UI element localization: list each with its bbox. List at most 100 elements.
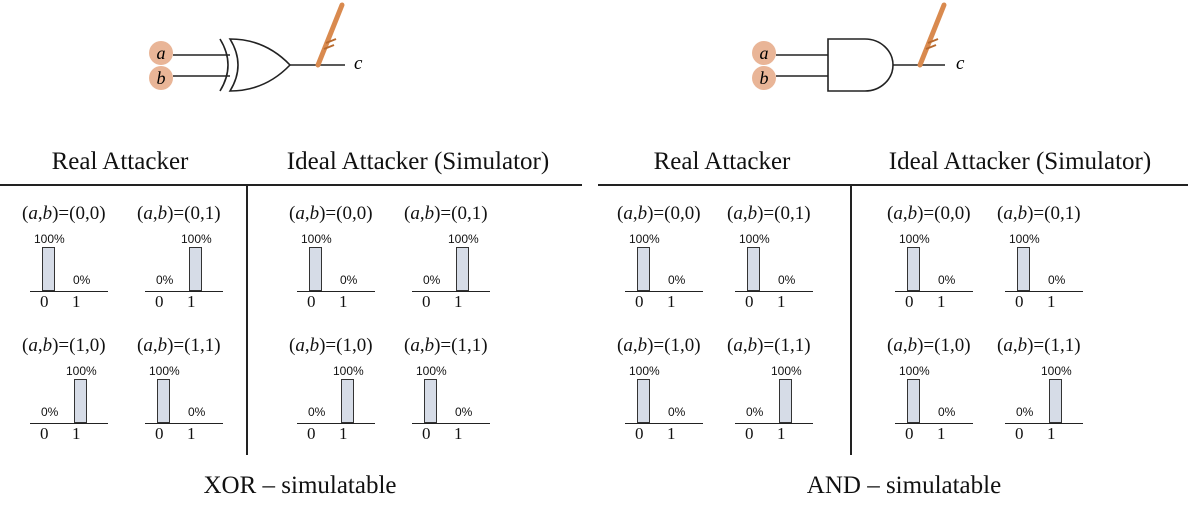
tick-label: 1 (777, 424, 786, 443)
data-label: 100% (333, 364, 364, 378)
tick-label: 0 (635, 292, 644, 311)
tick-label: 0 (422, 424, 431, 443)
x-axis-line (895, 423, 973, 425)
data-label: 0% (308, 405, 326, 419)
tick-label: 1 (339, 292, 348, 311)
panel-header: Real Attacker (51, 148, 189, 175)
tick-label: 1 (1047, 292, 1056, 311)
bar (157, 379, 170, 423)
tick-label: 1 (1047, 424, 1056, 443)
series-label: (a,b)=(1,0) (22, 335, 106, 356)
bar (74, 379, 87, 423)
series-label: (a,b)=(1,1) (137, 335, 221, 356)
bar (309, 247, 322, 291)
data-label: 100% (301, 232, 332, 246)
series-label: (a,b)=(1,1) (997, 335, 1081, 356)
data-label: 100% (448, 232, 479, 246)
bar (424, 379, 437, 423)
tick-label: 0 (745, 424, 754, 443)
x-axis-line (735, 291, 813, 293)
data-label: 0% (746, 405, 764, 419)
bar (747, 247, 760, 291)
data-label: 0% (1016, 405, 1034, 419)
data-label: 100% (34, 232, 65, 246)
tick-label: 1 (72, 424, 81, 443)
data-label: 0% (938, 273, 956, 287)
data-label: 0% (423, 273, 441, 287)
panel-header: Ideal Attacker (Simulator) (286, 148, 550, 175)
tick-label: 1 (937, 292, 946, 311)
tick-label: 0 (905, 424, 914, 443)
x-axis-line (30, 291, 108, 293)
data-label: 100% (181, 232, 212, 246)
data-label: 100% (771, 364, 802, 378)
tick-label: 0 (422, 292, 431, 311)
series-label: (a,b)=(1,1) (727, 335, 811, 356)
data-label: 100% (66, 364, 97, 378)
xor-gate-diagram: a b c (140, 2, 390, 100)
data-label: 0% (41, 405, 59, 419)
bar (779, 379, 792, 423)
series-label: (a,b)=(0,0) (289, 203, 373, 224)
tick-label: 0 (905, 292, 914, 311)
x-axis-line (412, 291, 490, 293)
tick-label: 0 (155, 292, 164, 311)
distribution-chart: (a,b)=(1,1) 0% 0 100% 1 (727, 335, 845, 443)
input-a-label: a (157, 43, 166, 63)
tick-label: 0 (635, 424, 644, 443)
distribution-chart: (a,b)=(0,1) 0% 0 100% 1 (404, 203, 522, 311)
data-label: 100% (149, 364, 180, 378)
data-label: 0% (1048, 273, 1066, 287)
data-label: 100% (629, 364, 660, 378)
table-divider-vertical (246, 185, 248, 455)
table-divider-horizontal (598, 184, 1188, 186)
series-label: (a,b)=(1,0) (617, 335, 701, 356)
x-axis-line (30, 423, 108, 425)
series-label: (a,b)=(0,0) (887, 203, 971, 224)
tick-label: 0 (1015, 292, 1024, 311)
x-axis-line (1005, 423, 1083, 425)
and-gate-svg: a b c (752, 2, 965, 92)
data-label: 100% (1041, 364, 1072, 378)
tick-label: 1 (454, 292, 463, 311)
tick-label: 0 (155, 424, 164, 443)
bar (42, 247, 55, 291)
and-gate-body (827, 38, 894, 92)
tick-label: 0 (745, 292, 754, 311)
series-label: (a,b)=(0,1) (404, 203, 488, 224)
series-label: (a,b)=(0,1) (727, 203, 811, 224)
input-a-node (752, 41, 776, 65)
bar (907, 379, 920, 423)
output-c-label: c (956, 53, 965, 74)
bar (456, 247, 469, 291)
data-label: 0% (455, 405, 473, 419)
table-divider-horizontal (0, 184, 582, 186)
series-label: (a,b)=(0,0) (22, 203, 106, 224)
x-axis-line (412, 423, 490, 425)
panel-header: Real Attacker (653, 148, 791, 175)
series-label: (a,b)=(1,0) (289, 335, 373, 356)
data-label: 0% (938, 405, 956, 419)
data-label: 0% (340, 273, 358, 287)
x-axis-line (625, 423, 703, 425)
tick-label: 0 (40, 292, 49, 311)
input-b-label: b (157, 68, 166, 88)
bar (637, 379, 650, 423)
probe-icon (917, 2, 947, 68)
data-label: 0% (668, 273, 686, 287)
xor-gate-body (228, 38, 292, 92)
x-axis-line (145, 291, 223, 293)
data-label: 100% (899, 232, 930, 246)
data-label: 0% (188, 405, 206, 419)
tick-label: 1 (72, 292, 81, 311)
xor-extra-arc (219, 38, 229, 92)
